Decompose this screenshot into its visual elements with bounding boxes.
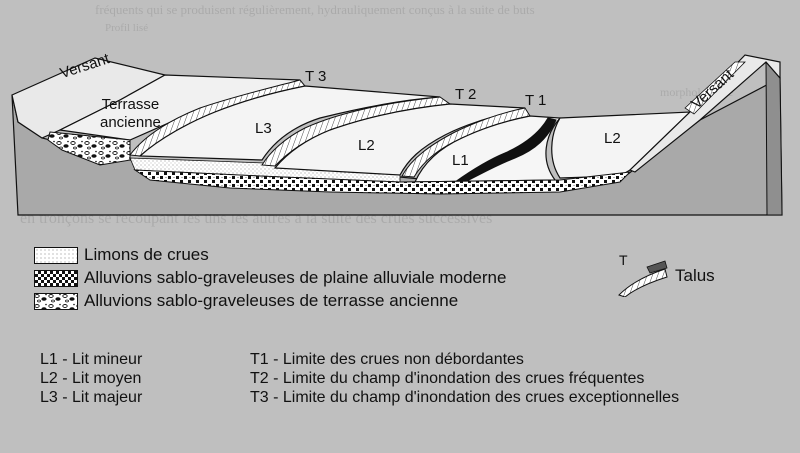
definition-t1: T1 - Limite des crues non débordantes [250, 351, 524, 368]
legend-item-limons: Limons de crues [34, 245, 209, 265]
definition-t3: T3 - Limite du champ d'inondation des cr… [250, 389, 680, 406]
definitions-right: T1 - Limite des crues non débordantes T2… [250, 350, 679, 407]
label-t2: T 2 [455, 86, 477, 103]
legend-label-talus: Talus [675, 266, 715, 285]
alluvions-moderne-swatch [34, 269, 78, 287]
definition-t2: T2 - Limite du champ d'inondation des cr… [250, 370, 645, 387]
lit-majeur-surface [138, 85, 441, 161]
talus-marker-label: T [619, 252, 628, 268]
lit-moyen-surface-left [273, 103, 526, 176]
definition-l3: L3 - Lit majeur [40, 389, 143, 406]
right-versant-talus [684, 61, 746, 115]
legend: Limons de crues Alluvions sablo-graveleu… [34, 240, 794, 450]
definitions-left: L1 - Lit mineur L2 - Lit moyen L3 - Lit … [40, 350, 142, 407]
label-l1: L1 [452, 152, 469, 169]
legend-item-talus: Talus [617, 255, 715, 297]
right-block-face [765, 60, 783, 216]
label-l3: L3 [255, 120, 272, 137]
alluvions-terrasse-swatch [34, 292, 78, 310]
label-l2-right: L2 [604, 130, 621, 147]
talus-symbol-icon [618, 260, 668, 297]
label-t1: T 1 [525, 92, 547, 109]
legend-item-alluvions-moderne: Alluvions sablo-graveleuses de plaine al… [34, 268, 506, 288]
alluvions-plaine-moderne [133, 169, 632, 195]
legend-label-alluvions-terrasse: Alluvions sablo-graveleuses de terrasse … [84, 291, 459, 310]
ghost-text-top: fréquents qui se produisent régulièremen… [95, 2, 535, 17]
definition-l1: L1 - Lit mineur [40, 351, 143, 368]
limons-swatch [34, 246, 78, 264]
right-versant-surface [628, 54, 781, 173]
label-l2-mid: L2 [358, 137, 375, 154]
ancient-terrace-gravel [47, 131, 131, 166]
ghost-text-caption: Profil lisé [105, 22, 149, 34]
lit-mineur-surface [414, 115, 562, 183]
label-t3: T 3 [305, 68, 327, 85]
legend-item-alluvions-terrasse: Alluvions sablo-graveleuses de terrasse … [34, 291, 458, 311]
label-terrasse-ancienne: Terrasse ancienne [100, 96, 161, 131]
legend-label-alluvions-moderne: Alluvions sablo-graveleuses de plaine al… [84, 268, 507, 287]
definition-l2: L2 - Lit moyen [40, 370, 142, 387]
legend-label-limons: Limons de crues [84, 245, 209, 264]
